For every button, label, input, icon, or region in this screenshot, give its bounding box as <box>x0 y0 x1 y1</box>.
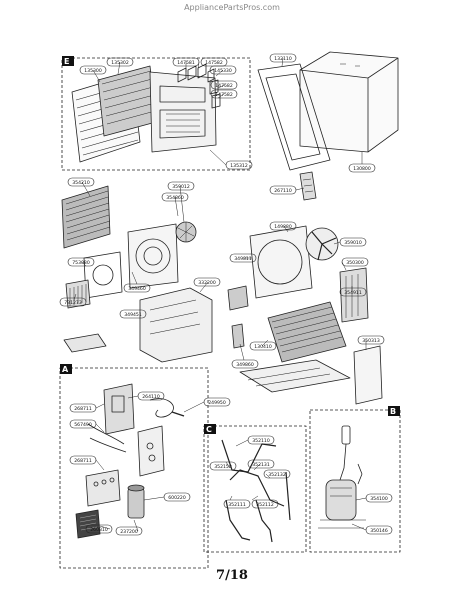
section-b-frame <box>309 406 401 553</box>
callout-label: 352150 <box>214 464 232 470</box>
callout-label: 147582 <box>215 83 233 89</box>
callout-label: 147582 <box>205 60 223 66</box>
louvers <box>177 63 221 109</box>
window-frame <box>257 63 331 171</box>
drain-pad <box>63 333 107 353</box>
section-label-b: B <box>390 407 396 416</box>
callout-label: 268711 <box>74 406 92 412</box>
callout-label: 349451 <box>124 312 142 318</box>
callout-label: 267110 <box>274 188 292 194</box>
cabinet <box>299 51 399 153</box>
site-watermark: AppliancePartsPros.com <box>184 3 280 12</box>
callout-label: 135302 <box>111 60 129 66</box>
base-pan <box>139 287 213 363</box>
callout-label: 359012 <box>172 184 190 190</box>
callout-label: 350300 <box>346 260 364 266</box>
callout-label: 268711 <box>74 458 92 464</box>
callout-label: 352131 <box>252 462 270 468</box>
callout-label: 130410 <box>254 344 272 350</box>
callout-label: 135312 <box>230 163 248 169</box>
condenser-coil <box>267 301 347 363</box>
page-number: 7/18 <box>216 568 248 583</box>
leader-lines <box>73 57 367 532</box>
motor-bracket <box>227 285 249 349</box>
callout-label: 349460 <box>128 286 146 292</box>
callout-label: 237200 <box>120 529 138 535</box>
air-filter <box>97 65 157 137</box>
callout-label: 352132 <box>268 472 286 478</box>
section-label-c: C <box>206 425 212 434</box>
wire-harness <box>87 423 127 453</box>
callout-label: 359010 <box>344 240 362 246</box>
side-curtain-part <box>299 171 317 201</box>
callout-label: 149880 <box>274 224 292 230</box>
callout-label: 147582 <box>215 92 233 98</box>
callout-label: 147581 <box>177 60 195 66</box>
front-panel <box>149 71 217 153</box>
power-cord <box>149 398 185 418</box>
callout-label: 354860 <box>166 195 184 201</box>
callout-label: 731273 <box>64 300 82 306</box>
callout-label: 332200 <box>198 280 216 286</box>
section-label-a: A <box>62 365 69 374</box>
outdoor-base <box>239 359 351 393</box>
blower-housing <box>127 223 179 289</box>
callout-label: 567490 <box>74 422 92 428</box>
section-label-e: E <box>64 57 69 66</box>
callout-label: 260310 <box>90 527 108 533</box>
callout-label: 349860 <box>236 362 254 368</box>
section-a-frame <box>59 364 209 569</box>
heater-part <box>65 279 91 309</box>
callout-label: 349811 <box>234 256 252 262</box>
remote-pad <box>75 509 101 539</box>
side-panel <box>339 267 383 405</box>
condenser-fan <box>305 227 339 261</box>
callout-label: 354911 <box>344 290 362 296</box>
callout-label: 354210 <box>72 180 90 186</box>
callout-label: 135300 <box>84 68 102 74</box>
callout-label: 145330 <box>214 68 232 74</box>
compressor <box>318 425 366 529</box>
callout-bubbles <box>59 53 393 536</box>
callout-label: 264110 <box>142 394 160 400</box>
callout-label: 350313 <box>362 338 380 344</box>
section-c-frame <box>203 424 307 553</box>
callout-label: 350146 <box>370 528 388 534</box>
callout-label: 600220 <box>168 495 186 501</box>
callout-label: 130800 <box>353 166 371 172</box>
evaporator-coil <box>61 185 111 249</box>
callout-label: 352112 <box>256 502 274 508</box>
callout-label: 249950 <box>208 400 226 406</box>
callout-label: 753080 <box>72 260 90 266</box>
orifice-plate <box>83 251 123 299</box>
blower-wheel <box>175 221 197 243</box>
callout-label: 352111 <box>228 502 246 508</box>
callout-label: 132110 <box>274 56 292 62</box>
callout-label: 352110 <box>252 438 270 444</box>
callout-label: 354100 <box>370 496 388 502</box>
pcb-assembly <box>85 469 121 507</box>
capacitor <box>127 484 145 519</box>
fan-shroud <box>249 225 313 299</box>
control-box <box>103 383 165 477</box>
refrigerant-tubing <box>221 439 291 543</box>
